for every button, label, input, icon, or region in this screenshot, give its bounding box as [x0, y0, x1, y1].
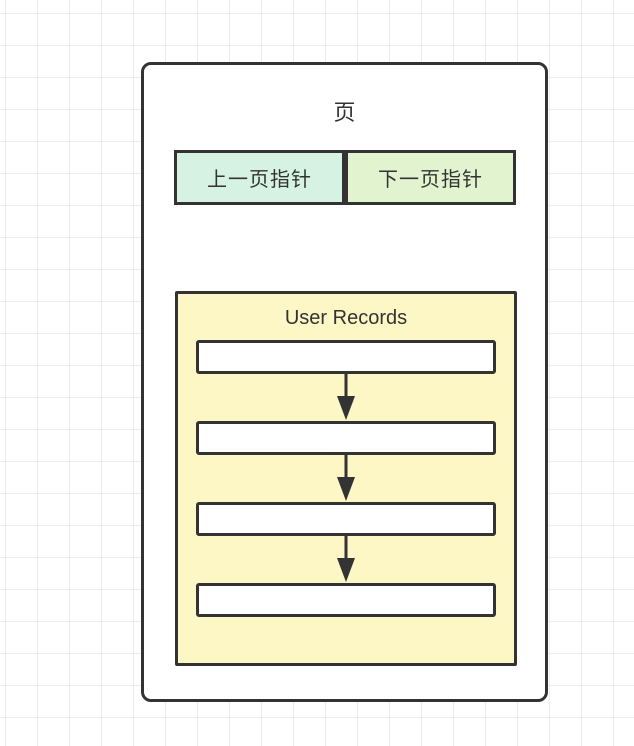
- record-slot: [196, 421, 496, 455]
- prev-page-pointer-cell: 上一页指针: [174, 150, 345, 205]
- record-slot: [196, 583, 496, 617]
- prev-page-pointer-label: 上一页指针: [207, 169, 312, 191]
- page-title: 页: [333, 100, 356, 125]
- pointer-row: 上一页指针 下一页指针: [174, 150, 516, 205]
- page-shape: 页 上一页指针 下一页指针 User Records: [141, 62, 548, 702]
- records-list: [196, 340, 496, 617]
- down-arrow-icon: [337, 536, 355, 582]
- down-arrow-icon: [337, 455, 355, 501]
- next-page-pointer-label: 下一页指针: [378, 169, 483, 191]
- user-records-box: User Records: [175, 291, 517, 666]
- next-page-pointer-cell: 下一页指针: [345, 150, 516, 205]
- record-slot: [196, 340, 496, 374]
- record-slot: [196, 502, 496, 536]
- down-arrow-icon: [337, 374, 355, 420]
- user-records-title: User Records: [284, 307, 408, 329]
